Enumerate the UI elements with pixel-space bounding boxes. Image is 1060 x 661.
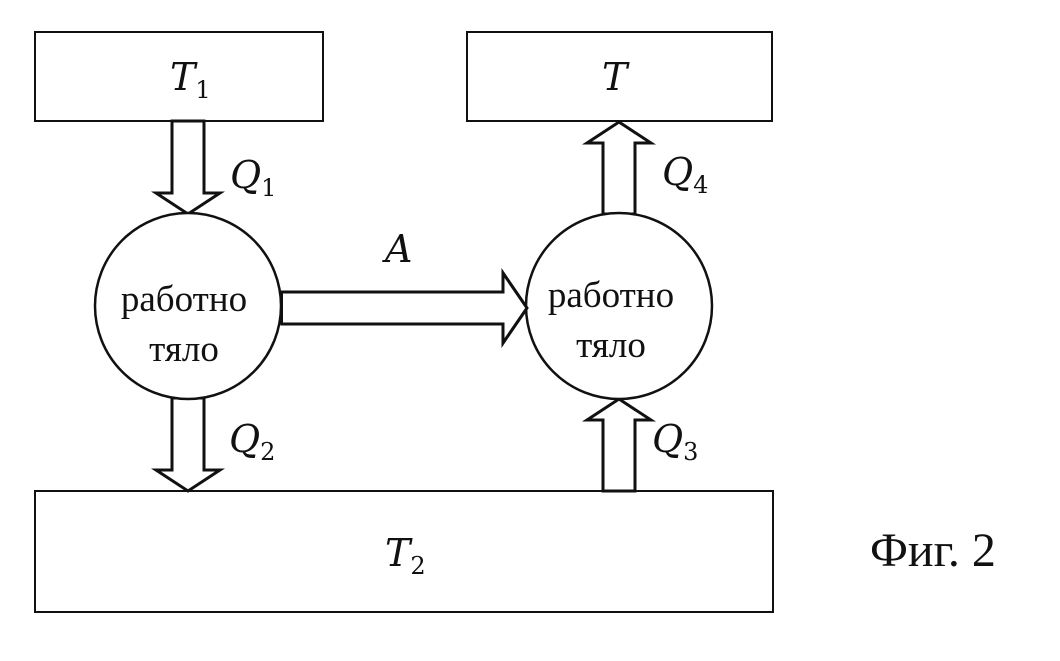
reservoir-t-box bbox=[466, 31, 773, 122]
q1-label: Q1 bbox=[230, 153, 276, 202]
q3-arrow bbox=[581, 397, 657, 493]
work-arrow-shaft bbox=[283, 268, 529, 348]
working-body-right-line1: работно bbox=[548, 275, 674, 316]
reservoir-t2-box bbox=[34, 490, 774, 613]
q2-label: Q2 bbox=[229, 417, 275, 466]
working-body-left-line1: работно bbox=[121, 279, 247, 320]
reservoir-t1-box bbox=[34, 31, 324, 122]
figure-caption: Фиг. 2 bbox=[870, 524, 996, 577]
q3-label: Q3 bbox=[652, 417, 698, 466]
q1-arrow bbox=[150, 119, 226, 216]
reservoir-t1-label: T1 bbox=[170, 55, 211, 104]
working-body-left-circle bbox=[93, 211, 283, 401]
q4-label: Q4 bbox=[662, 150, 708, 199]
q4-arrow bbox=[581, 120, 657, 216]
reservoir-t-label: T bbox=[602, 55, 630, 99]
work-label: A bbox=[382, 227, 412, 271]
q2-arrow bbox=[150, 396, 226, 493]
working-body-right-line2: тяло bbox=[576, 325, 646, 366]
working-body-left-line2: тяло bbox=[149, 329, 219, 370]
reservoir-t2-label: T2 bbox=[385, 531, 426, 580]
